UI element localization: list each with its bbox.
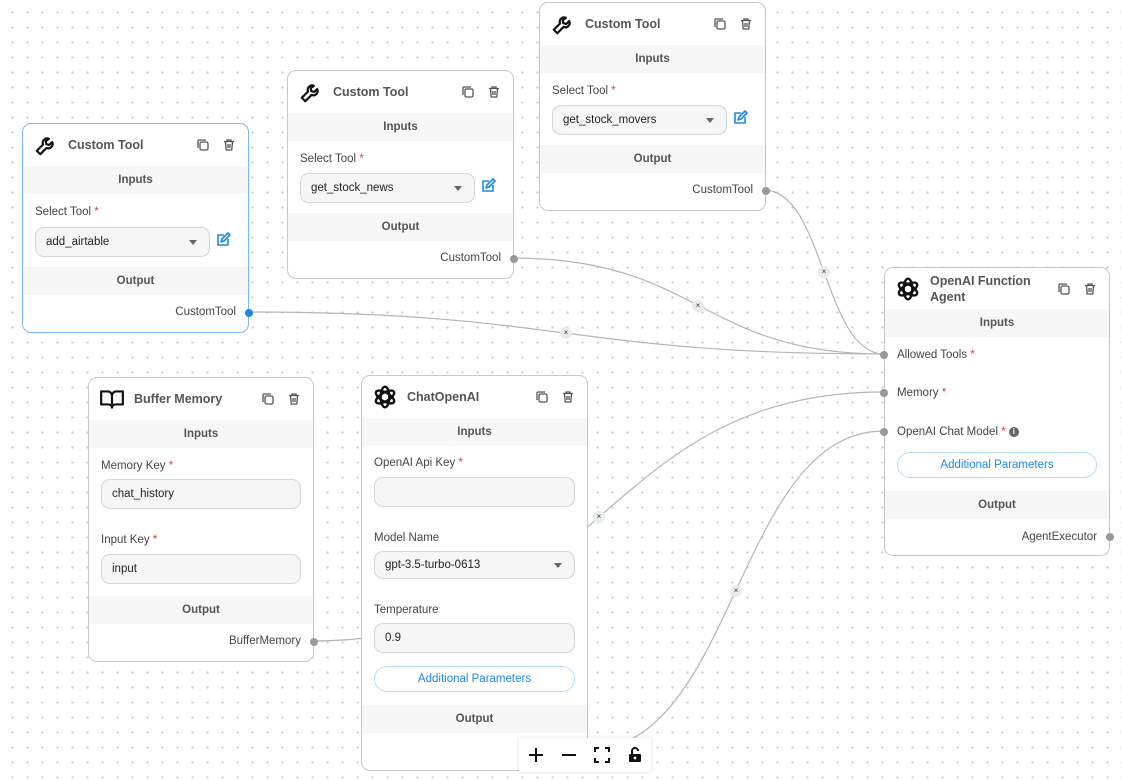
minus-icon [561, 754, 576, 756]
select-tool-label: Select Tool * [552, 85, 616, 97]
input-key-label: Input Key * [101, 534, 158, 546]
wrench-icon [552, 16, 571, 35]
select-tool-dropdown[interactable]: add_airtable [35, 227, 210, 257]
temperature-input[interactable]: 0.9 [374, 623, 575, 653]
output-handle[interactable] [1106, 533, 1114, 541]
edge-delete-marker[interactable]: × [560, 327, 572, 339]
output-label: CustomTool [692, 184, 753, 196]
output-handle[interactable] [245, 309, 253, 317]
node-title: Buffer Memory [134, 392, 223, 406]
select-tool-label: Select Tool * [300, 153, 364, 165]
chat-model-handle[interactable] [880, 428, 888, 436]
output-handle[interactable] [762, 187, 770, 195]
zoom-out-button[interactable] [558, 744, 580, 766]
edge-delete-marker[interactable]: × [730, 585, 742, 597]
select-tool-dropdown[interactable]: get_stock_movers [552, 105, 727, 135]
plus-icon [528, 748, 543, 762]
output-section-header: Output [885, 491, 1109, 519]
output-label: CustomTool [175, 306, 236, 318]
openai-logo-icon [897, 277, 919, 301]
trash-icon[interactable] [1083, 282, 1097, 296]
buffer-memory-node[interactable]: Buffer Memory Inputs Memory Key * chat_h… [88, 377, 318, 662]
memory-handle[interactable] [880, 389, 888, 397]
output-section-header: Output [288, 213, 513, 241]
memory-key-label: Memory Key * [101, 460, 174, 472]
inputs-section-header: Inputs [362, 418, 587, 446]
inputs-section-header: Inputs [288, 113, 513, 141]
inputs-section-header: Inputs [885, 309, 1109, 337]
select-tool-dropdown[interactable]: get_stock_news [300, 173, 475, 203]
info-icon[interactable]: i [1008, 426, 1019, 437]
output-handle[interactable] [310, 638, 318, 646]
input-key-input[interactable]: input [101, 554, 301, 584]
node-title: Custom Tool [68, 138, 144, 152]
canvas-controls [519, 738, 651, 772]
allowed-tools-handle[interactable] [880, 351, 888, 359]
wrench-icon [300, 84, 319, 103]
allowed-tools-label: Allowed Tools * [897, 349, 975, 361]
duplicate-icon[interactable] [196, 138, 210, 152]
duplicate-icon[interactable] [461, 85, 475, 99]
edge-delete-marker[interactable]: × [818, 266, 830, 278]
fit-view-icon [593, 747, 610, 763]
output-label: BufferMemory [228, 635, 301, 647]
output-handle[interactable] [510, 255, 518, 263]
additional-parameters-button[interactable]: Additional Parameters [897, 452, 1097, 478]
node-title: ChatOpenAI [407, 390, 480, 404]
output-section-header: Output [89, 596, 313, 624]
custom-tool-node[interactable]: Custom Tool Inputs Select Tool * add_air… [22, 123, 253, 333]
edge-delete-marker[interactable]: × [692, 300, 704, 312]
trash-icon[interactable] [222, 138, 236, 152]
chevron-down-icon [454, 186, 462, 191]
chevron-down-icon [189, 240, 197, 245]
duplicate-icon[interactable] [261, 392, 275, 406]
chevron-down-icon [706, 118, 714, 123]
output-label: CustomTool [440, 252, 501, 264]
output-label: AgentExecutor [1021, 531, 1097, 543]
trash-icon[interactable] [287, 392, 301, 406]
inputs-section-header: Inputs [89, 420, 313, 448]
edit-icon[interactable] [480, 178, 496, 194]
output-section-header: Output [23, 267, 248, 295]
inputs-section-header: Inputs [540, 45, 765, 73]
model-name-label: Model Name [374, 532, 440, 544]
output-section-header: Output [540, 145, 765, 173]
zoom-in-button[interactable] [525, 744, 547, 766]
temperature-label: Temperature [374, 604, 439, 616]
lock-toggle-button[interactable] [624, 744, 646, 766]
wrench-icon [35, 137, 54, 156]
fit-view-button[interactable] [591, 744, 613, 766]
inputs-section-header: Inputs [23, 166, 248, 194]
api-key-input[interactable] [374, 477, 575, 507]
additional-parameters-button[interactable]: Additional Parameters [374, 666, 575, 692]
api-key-label: OpenAI Api Key * [374, 457, 463, 469]
custom-tool-node[interactable]: Custom Tool Inputs Select Tool * get_sto… [287, 70, 518, 279]
chat-model-label: OpenAI Chat Model * i [897, 426, 1019, 438]
custom-tool-node[interactable]: Custom Tool Inputs Select Tool * get_sto… [539, 2, 770, 211]
duplicate-icon[interactable] [713, 17, 727, 31]
node-title: Custom Tool [585, 17, 661, 31]
memory-key-input[interactable]: chat_history [101, 479, 301, 509]
edge-delete-marker[interactable]: × [593, 511, 605, 523]
book-icon [100, 390, 124, 409]
duplicate-icon[interactable] [1057, 282, 1071, 296]
memory-label: Memory * [897, 387, 947, 399]
trash-icon[interactable] [561, 390, 575, 404]
chevron-down-icon [554, 563, 562, 568]
output-section-header: Output [362, 705, 587, 733]
trash-icon[interactable] [739, 17, 753, 31]
edit-icon[interactable] [215, 232, 231, 248]
model-name-dropdown[interactable]: gpt-3.5-turbo-0613 [374, 551, 575, 579]
select-tool-label: Select Tool * [35, 206, 99, 218]
trash-icon[interactable] [487, 85, 501, 99]
duplicate-icon[interactable] [535, 390, 549, 404]
node-title: Custom Tool [333, 85, 409, 99]
openai-logo-icon [374, 385, 396, 409]
unlock-icon [628, 747, 641, 762]
chatopenai-node[interactable]: ChatOpenAI Inputs OpenAI Api Key * Model… [361, 375, 592, 771]
edit-icon[interactable] [732, 110, 748, 126]
